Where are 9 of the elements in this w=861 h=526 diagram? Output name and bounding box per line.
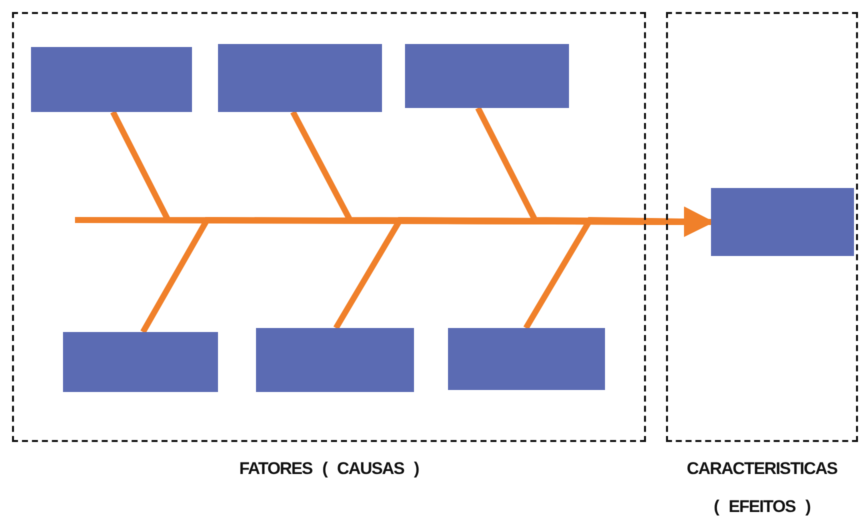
empty-box [256, 328, 414, 392]
empty-box [31, 47, 192, 112]
empty-box [405, 44, 569, 108]
empty-box [448, 328, 605, 390]
empty-box [711, 188, 854, 256]
group-label: CARACTERISTICAS ( EFEITOS ) [686, 458, 838, 518]
group-label: FATORES ( CAUSAS ) [238, 458, 420, 480]
empty-box [63, 332, 218, 392]
empty-box [218, 44, 382, 112]
